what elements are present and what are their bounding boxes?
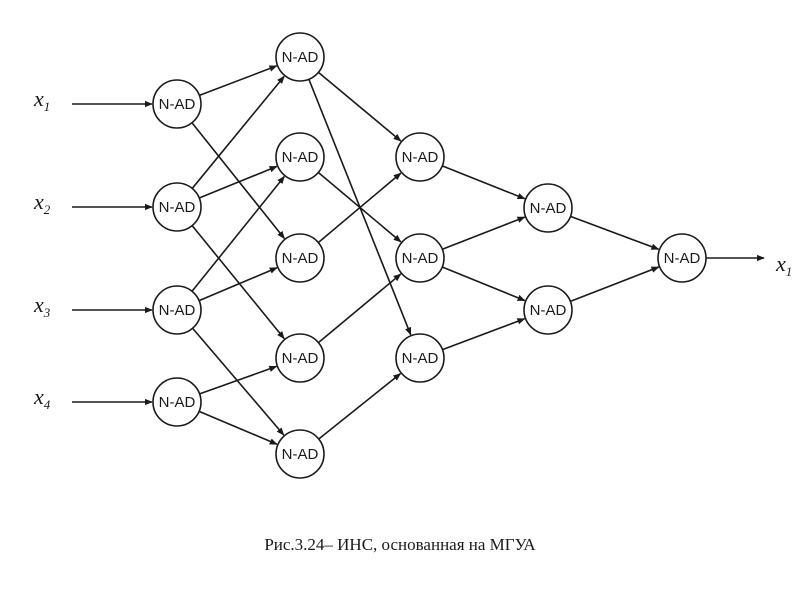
node-label: N-AD (159, 96, 196, 113)
node-label: N-AD (402, 250, 439, 267)
node-l1-2: N-AD (275, 233, 325, 283)
edge-0-1-to-1-0 (191, 75, 285, 189)
node-label: N-AD (282, 149, 319, 166)
edge-2-1-to-3-1 (441, 266, 526, 302)
edge-1-4-to-2-2 (318, 372, 402, 440)
node-circle (395, 233, 445, 283)
node-circle (152, 182, 202, 232)
connections (191, 65, 660, 446)
node-circle (152, 79, 202, 129)
edge-0-0-to-1-0 (199, 65, 278, 97)
node-circle (152, 285, 202, 335)
input-label-3: x3 (33, 292, 51, 320)
edge-2-0-to-3-0 (441, 165, 526, 200)
node-l4-0: N-AD (657, 233, 707, 283)
node-circle (275, 429, 325, 479)
edge-0-2-to-1-4 (191, 327, 285, 436)
node-l1-0: N-AD (275, 32, 325, 82)
node-l3-1: N-AD (523, 285, 573, 335)
edge-0-2-to-1-1 (191, 175, 285, 292)
node-circle (275, 132, 325, 182)
node-label: N-AD (159, 394, 196, 411)
node-label: N-AD (402, 149, 439, 166)
neurons: N-AD N-AD N-AD N-AD N-AD N-AD N-AD N-AD N-AD N-AD… (152, 32, 707, 479)
input-label-1: x1 (33, 86, 50, 114)
edge-2-1-to-3-0 (442, 216, 526, 251)
node-circle (275, 233, 325, 283)
edge-0-0-to-1-2 (191, 122, 286, 240)
node-label: N-AD (282, 446, 319, 463)
node-label: N-AD (530, 200, 567, 217)
input-label-4: x4 (33, 384, 51, 412)
edge-0-1-to-1-3 (191, 225, 285, 340)
node-label: N-AD (282, 49, 319, 66)
edge-0-1-to-1-1 (198, 165, 278, 199)
node-l2-2: N-AD (395, 333, 445, 383)
node-l1-4: N-AD (275, 429, 325, 479)
edge-3-0-to-4-0 (570, 215, 660, 251)
edge-0-2-to-1-2 (198, 266, 278, 302)
input-label-2: x2 (33, 189, 51, 217)
input-output-labels: x1 x2 x3 x4 x1 (33, 86, 792, 412)
node-label: N-AD (282, 350, 319, 367)
node-label: N-AD (530, 302, 567, 319)
node-circle (523, 183, 573, 233)
node-circle (395, 333, 445, 383)
node-l0-3: N-AD (152, 377, 202, 427)
node-circle (152, 377, 202, 427)
node-label: N-AD (282, 250, 319, 267)
node-l0-0: N-AD (152, 79, 202, 129)
edge-0-3-to-1-4 (198, 410, 278, 446)
edge-0-3-to-1-3 (199, 365, 278, 395)
node-l2-1: N-AD (395, 233, 445, 283)
edge-1-3-to-2-1 (317, 273, 402, 344)
figure-caption: Рис.3.24– ИНС, основанная на МГУА (264, 535, 536, 554)
node-l0-1: N-AD (152, 182, 202, 232)
node-circle (395, 132, 445, 182)
edge-2-2-to-3-1 (442, 318, 526, 351)
node-circle (523, 285, 573, 335)
edge-1-0-to-2-0 (317, 71, 402, 142)
node-label: N-AD (159, 199, 196, 216)
edge-1-2-to-2-0 (317, 172, 402, 244)
node-circle (275, 32, 325, 82)
edge-3-1-to-4-0 (570, 266, 660, 303)
node-label: N-AD (664, 250, 701, 267)
node-circle (657, 233, 707, 283)
node-l0-2: N-AD (152, 285, 202, 335)
node-l1-1: N-AD (275, 132, 325, 182)
node-label: N-AD (402, 350, 439, 367)
node-circle (275, 333, 325, 383)
node-l1-3: N-AD (275, 333, 325, 383)
node-l2-0: N-AD (395, 132, 445, 182)
node-l3-0: N-AD (523, 183, 573, 233)
output-label: x1 (775, 251, 792, 279)
node-label: N-AD (159, 302, 196, 319)
